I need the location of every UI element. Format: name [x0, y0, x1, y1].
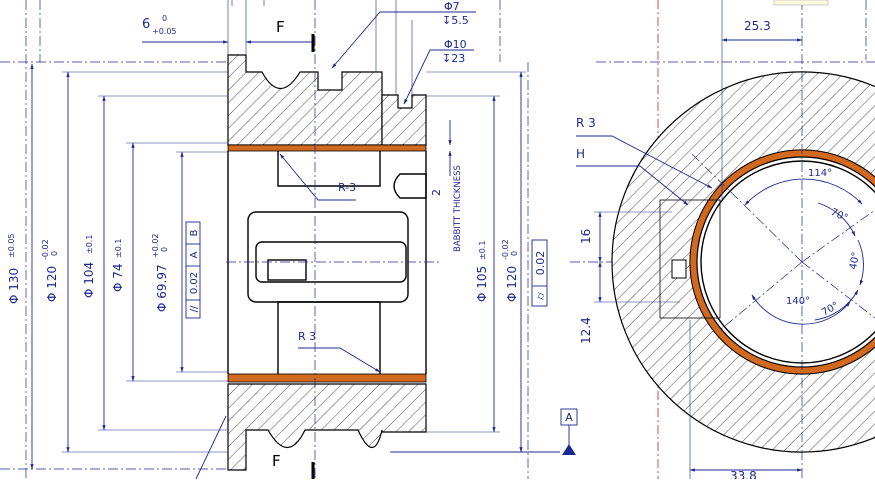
- slot-detail: [267, 259, 307, 281]
- svg-text:A: A: [189, 251, 200, 258]
- svg-text:-0.02: -0.02: [501, 239, 510, 260]
- svg-text:0: 0: [510, 251, 519, 256]
- end-h-leader: [576, 165, 689, 206]
- hole1-diameter: Φ7: [444, 0, 460, 13]
- dim-label-105: Φ 105 ±0.1: [475, 241, 489, 302]
- svg-text:0: 0: [160, 247, 169, 252]
- hole1-leader: [331, 11, 476, 69]
- svg-text:Φ 120: Φ 120: [505, 266, 519, 302]
- arc-140: [751, 294, 851, 325]
- radius-upper-leader: [279, 153, 356, 201]
- lower-oil-groove: [277, 301, 381, 374]
- svg-text:Φ 130: Φ 130: [7, 268, 21, 304]
- radius-upper-label: R-3: [338, 181, 356, 194]
- left-feature-control-frame: // 0.02 A B: [185, 221, 201, 319]
- oil-pocket: [393, 173, 427, 199]
- end-view: 114° 70° 40° 140° 70° 25.3 33.8 R 3 H 16…: [570, 0, 875, 483]
- note-tab: [773, 0, 829, 6]
- babbitt-label: BABBITT THICKNESS: [453, 165, 463, 252]
- babbitt-value: 2: [430, 189, 443, 196]
- angle-140-label: 140°: [786, 296, 810, 307]
- svg-text:0: 0: [50, 251, 59, 256]
- section-label-f-bottom: F: [272, 452, 281, 470]
- dim-label-104: Φ 104 ±0.1: [82, 235, 96, 298]
- end-h-label: H: [576, 147, 585, 161]
- dim-6-tol-lower: +0.05: [152, 27, 177, 36]
- radius-lower-label: R 3: [298, 330, 316, 343]
- radial-line-70b: [801, 261, 875, 319]
- arc-114: [744, 178, 863, 206]
- dim-338-label: 33.8: [730, 469, 757, 479]
- svg-text:±0.1: ±0.1: [478, 241, 487, 260]
- lower-housing-section: [227, 383, 427, 471]
- dim-124-label: 12.4: [579, 317, 593, 344]
- dim-6-value: 6: [142, 17, 150, 32]
- angle-40-label: 40°: [848, 251, 862, 270]
- radius-lower-leader: [298, 347, 381, 373]
- dim-6-tol-upper: 0: [162, 14, 167, 23]
- upper-oil-groove: [277, 151, 381, 187]
- angle-114-label: 114°: [808, 168, 832, 179]
- svg-text:Φ 120: Φ 120: [45, 266, 59, 302]
- hole2-diameter: Φ10: [444, 38, 467, 51]
- arc-70a: [817, 202, 856, 237]
- right-feature-control-frame: ⌭ 0.02: [531, 239, 548, 307]
- svg-text:±0.1: ±0.1: [85, 235, 94, 254]
- svg-text:0.02: 0.02: [534, 251, 547, 276]
- svg-text:⌭: ⌭: [534, 292, 547, 300]
- babbitt-layer-top: [227, 144, 427, 152]
- svg-text://: //: [189, 305, 200, 312]
- section-view: Φ 130 ±0.05 Φ 120 -0.02 0 Φ 104 ±0.1 Φ 7…: [0, 0, 578, 480]
- dim-16-label: 16: [579, 229, 593, 244]
- svg-text:-0.02: -0.02: [41, 239, 50, 260]
- babbitt-layer-bottom: [227, 373, 427, 383]
- section-label-f-top: F: [276, 18, 285, 36]
- radial-line-114: [689, 151, 803, 263]
- svg-text:Φ 105: Φ 105: [475, 266, 489, 302]
- dim-label-130: Φ 130 ±0.05: [7, 233, 21, 304]
- svg-text:+0.02: +0.02: [151, 233, 160, 258]
- dim-label-120r: Φ 120 -0.02 0: [501, 239, 519, 302]
- detail-window: [659, 199, 721, 319]
- svg-text:Φ 69.97: Φ 69.97: [155, 264, 169, 312]
- arc-40: [857, 239, 864, 286]
- hole2-depth: ↧23: [442, 52, 465, 65]
- center-groove: [247, 211, 409, 303]
- radial-line-70a: [801, 209, 875, 263]
- dim-label-6997: Φ 69.97 +0.02 0: [151, 233, 169, 312]
- datum-a-label: A: [565, 411, 573, 424]
- anti-rotation-pin: [671, 259, 687, 279]
- upper-flange-section: [381, 94, 427, 146]
- svg-text:0.02: 0.02: [189, 272, 200, 294]
- svg-text:±0.05: ±0.05: [7, 233, 16, 258]
- svg-text:Φ 74: Φ 74: [111, 263, 125, 292]
- dim-label-74: Φ 74 ±0.1: [111, 239, 125, 292]
- end-radius-leader: [576, 135, 713, 189]
- datum-a-triangle: [562, 444, 576, 455]
- upper-housing-section: [227, 54, 383, 146]
- lower-left-leader: [195, 415, 227, 480]
- dim-label-120: Φ 120 -0.02 0: [41, 239, 59, 302]
- svg-text:±0.1: ±0.1: [114, 239, 123, 258]
- hole1-depth: ↧5.5: [442, 14, 469, 27]
- svg-text:B: B: [189, 229, 200, 236]
- hole2-leader: [403, 49, 474, 105]
- end-radius-label: R 3: [576, 116, 596, 130]
- dim-253-label: 25.3: [744, 19, 771, 33]
- svg-text:Φ 104: Φ 104: [82, 262, 96, 298]
- arc-70b: [814, 289, 859, 321]
